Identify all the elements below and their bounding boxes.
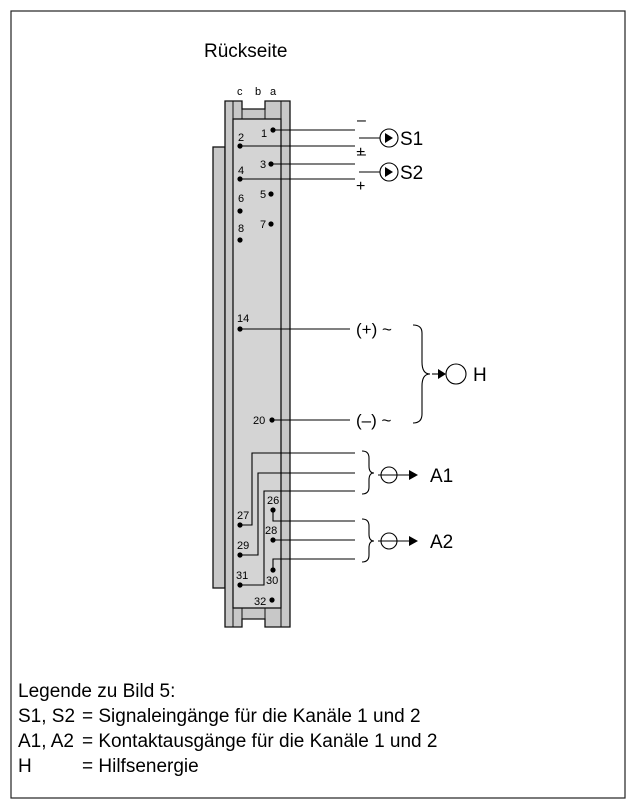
wire-a1-31 [240,490,355,586]
pin-label-14: 14 [237,313,249,325]
supply-plus-label: (+) ~ [356,320,392,339]
pin-label-2: 2 [238,132,244,144]
pin-dot-7 [268,221,274,227]
pin-label-3: 3 [260,159,266,171]
pin-label-32: 32 [254,596,266,608]
pin-dot-32 [269,597,275,603]
pin-label-31: 31 [236,570,248,582]
a2-arrow-icon [409,536,418,546]
pin-label-20: 20 [253,415,265,427]
wire-s1 [240,129,355,147]
s1-label: S1 [400,129,423,150]
column-label-c: c [237,86,243,98]
a2-brace [361,518,375,563]
s1-arrow-icon [385,133,393,143]
s2-arrow-icon [385,167,393,177]
a1-brace [361,450,375,495]
s2-minus-label: – [357,146,366,163]
a2-label: A2 [430,532,453,553]
h-arrow-icon [438,369,446,379]
wire-a1-29 [240,472,355,556]
a1-label: A1 [430,466,453,487]
pin-dot-8 [237,237,243,243]
column-label-a: a [270,86,277,98]
legend-desc-s: = Signaleingänge für die Kanäle 1 und 2 [82,706,421,727]
wire-a1-27 [240,452,355,526]
pin-label-27: 27 [237,510,249,522]
border [10,10,626,799]
pin-label-5: 5 [260,189,266,201]
pin-dot-6 [237,208,243,214]
column-label-b: b [255,86,261,98]
arrow-heads [385,133,446,546]
connector-bottom-notch [232,608,282,627]
wire-a2-30 [272,558,355,570]
pin-label-4: 4 [238,165,244,177]
connector-side-bar [212,146,226,589]
legend-key-s: S1, S2 [18,706,75,727]
legend-key-a: A1, A2 [18,731,74,752]
a1-arrow-icon [409,470,418,480]
supply-minus-label: (–) ~ [356,411,392,430]
pin-label-26: 26 [267,495,279,507]
wire-a2-26 [272,510,355,522]
pin-label-6: 6 [238,193,244,205]
pin-label-8: 8 [238,223,244,235]
pin-dot-5 [268,191,274,197]
s2-plus-label: + [356,178,365,195]
pin-label-7: 7 [260,219,266,231]
s1-symbol [379,128,399,148]
wiring [240,128,467,586]
legend-desc-a: = Kontaktausgänge für die Kanäle 1 und 2 [82,731,437,752]
wire-s2 [240,163,355,180]
diagram-title: Rückseite [204,41,287,62]
pin-label-1: 1 [261,128,267,140]
h-label: H [473,365,487,386]
h-symbol [445,363,467,385]
legend-desc-h: = Hilfsenergie [82,756,199,777]
pin-label-28: 28 [265,525,277,537]
pin-label-29: 29 [237,540,249,552]
s2-label: S2 [400,163,423,184]
legend-heading: Legende zu Bild 5: [18,681,175,702]
wire-supply [240,328,350,421]
s1-minus-label: – [357,112,366,129]
supply-brace [412,324,431,424]
s1-plus-label: + [356,144,365,161]
pin-label-30: 30 [266,575,278,587]
legend-key-h: H [18,756,32,777]
s2-symbol [379,162,399,182]
